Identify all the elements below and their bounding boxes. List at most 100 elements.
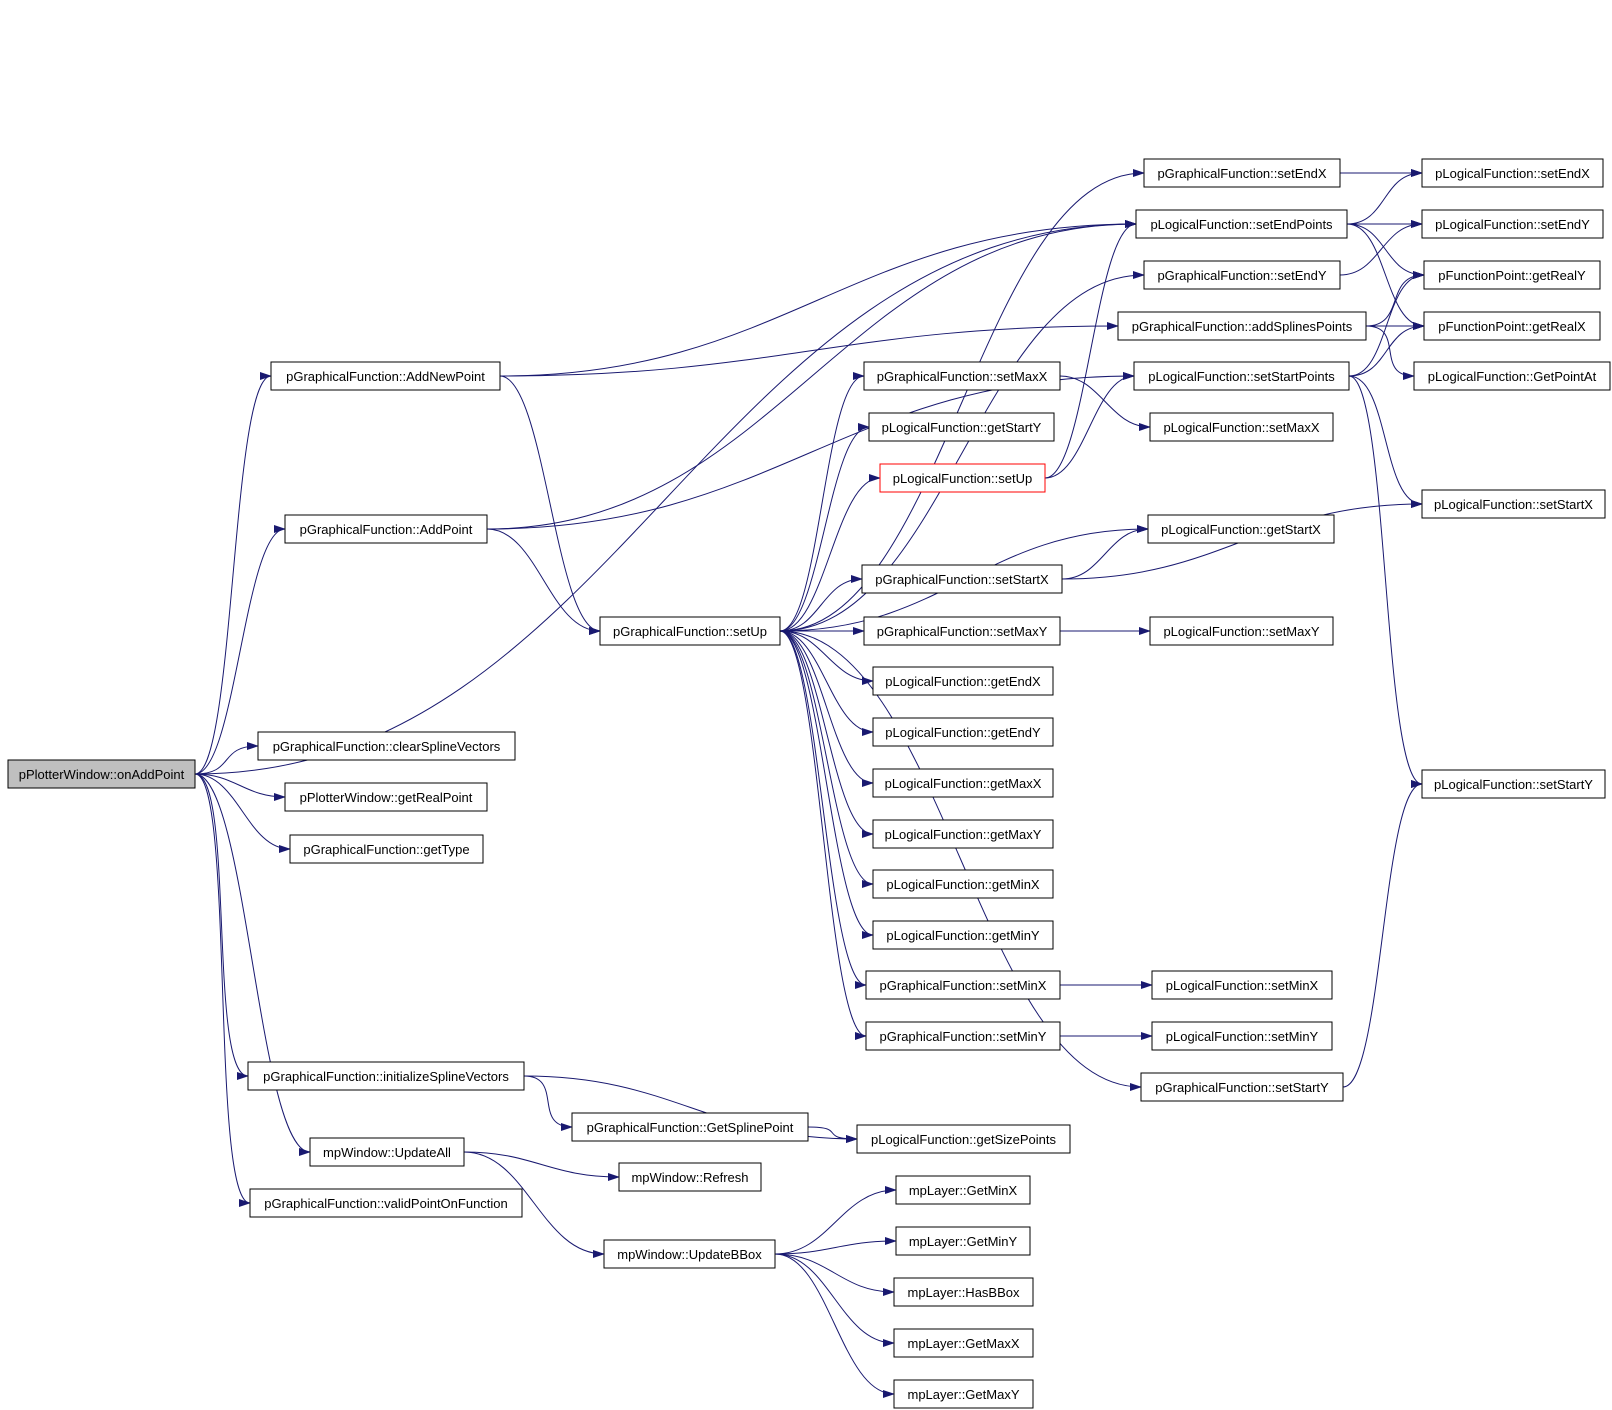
node-label: mpLayer::GetMinY [909,1234,1018,1249]
edge-mw_updatebbox-to-ml_getminy [774,1237,897,1255]
node-gf_setmaxx[interactable]: pGraphicalFunction::setMaxX [863,361,1061,391]
node-lf_setstartpoints[interactable]: pLogicalFunction::setStartPoints [1133,361,1350,391]
node-lf_getendy[interactable]: pLogicalFunction::getEndY [872,717,1054,747]
node-lf_setendy[interactable]: pLogicalFunction::setEndY [1421,209,1604,239]
node-mw_updateall[interactable]: mpWindow::UpdateAll [309,1137,465,1167]
node-box [257,731,516,761]
edge-gf_setup-to-lf_getendy [779,630,874,736]
node-lf_getmaxy[interactable]: pLogicalFunction::getMaxY [872,819,1054,849]
node-box [247,1061,525,1091]
node-gf_addpoint[interactable]: pGraphicalFunction::AddPoint [284,514,488,544]
node-lf_getmaxx[interactable]: pLogicalFunction::getMaxX [872,768,1054,798]
node-box [895,1226,1031,1256]
edge-gf_setendy-to-lf_setendy [1339,220,1423,276]
edge-gf_addnewpoint-to-gf_addsplinespoints [499,322,1119,377]
node-ml_getmaxx[interactable]: mpLayer::GetMaxX [893,1328,1034,1358]
node-gf_addnewpoint[interactable]: pGraphicalFunction::AddNewPoint [270,361,501,391]
node-label: pGraphicalFunction::setMinX [880,978,1047,993]
node-ml_getminx[interactable]: mpLayer::GetMinX [895,1175,1031,1205]
node-gf_setup[interactable]: pGraphicalFunction::setUp [599,616,781,646]
node-lf_setup[interactable]: pLogicalFunction::setUp [879,463,1046,493]
node-box [1421,209,1604,239]
node-label: pPlotterWindow::onAddPoint [19,767,185,782]
node-label: pGraphicalFunction::initializeSplineVect… [263,1069,509,1084]
node-gf_getsplinepoint[interactable]: pGraphicalFunction::GetSplinePoint [571,1112,809,1142]
node-fp_getrealy[interactable]: pFunctionPoint::getRealY [1423,260,1601,290]
node-box [1421,769,1606,799]
node-box [872,819,1054,849]
edge-root-to-gf_initializesplinevectors [194,773,249,1080]
edge-lf_setendpoints-to-fp_getrealy [1346,223,1425,279]
node-ml_hasbbox[interactable]: mpLayer::HasBBox [893,1277,1034,1307]
node-box [1421,489,1606,519]
node-label: pLogicalFunction::setStartY [1434,777,1593,792]
node-box [1143,260,1341,290]
edge-gf_setup-to-lf_getstarty [779,423,870,632]
node-label: mpLayer::GetMinX [909,1183,1018,1198]
node-label: pLogicalFunction::getMaxX [885,776,1042,791]
node-box [1133,361,1350,391]
node-label: pFunctionPoint::getRealX [1438,319,1586,334]
node-lf_setendx[interactable]: pLogicalFunction::setEndX [1421,158,1604,188]
node-lf_setstartx[interactable]: pLogicalFunction::setStartX [1421,489,1606,519]
node-ml_getmaxy[interactable]: mpLayer::GetMaxY [893,1379,1034,1409]
edge-gf_setstarty-to-lf_setstarty [1342,780,1423,1088]
node-gf_setminx[interactable]: pGraphicalFunction::setMinX [865,970,1061,1000]
node-label: pLogicalFunction::setMaxX [1163,420,1319,435]
edge-gf_initializesplinevectors-to-gf_getsplinepoint [523,1075,573,1131]
call-edges [194,169,1425,1398]
node-mw_updatebbox[interactable]: mpWindow::UpdateBBox [603,1239,776,1269]
node-label: pLogicalFunction::getMinY [886,928,1040,943]
node-fp_getrealx[interactable]: pFunctionPoint::getRealX [1423,311,1601,341]
node-gf_setstarty[interactable]: pGraphicalFunction::setStartY [1140,1072,1344,1102]
node-lf_setmaxx[interactable]: pLogicalFunction::setMaxX [1149,412,1334,442]
node-label: pLogicalFunction::setEndY [1435,217,1590,232]
node-box [856,1124,1071,1154]
node-lf_getpointat[interactable]: pLogicalFunction::GetPointAt [1413,361,1611,391]
node-label: pGraphicalFunction::addSplinesPoints [1132,319,1353,334]
edge-gf_setup-to-gf_setendy [779,271,1145,632]
node-gf_addsplinespoints[interactable]: pGraphicalFunction::addSplinesPoints [1117,311,1367,341]
node-gf_validpointonfunction[interactable]: pGraphicalFunction::validPointOnFunction [249,1188,523,1218]
node-label: mpWindow::Refresh [631,1170,748,1185]
node-label: pLogicalFunction::GetPointAt [1428,369,1597,384]
node-gf_setendx[interactable]: pGraphicalFunction::setEndX [1143,158,1341,188]
edge-gf_setup-to-gf_setendx [779,169,1145,632]
node-lf_getendx[interactable]: pLogicalFunction::getEndX [872,666,1054,696]
node-mw_refresh[interactable]: mpWindow::Refresh [618,1162,762,1192]
node-lf_setendpoints[interactable]: pLogicalFunction::setEndPoints [1135,209,1348,239]
edge-mw_updateall-to-mw_updatebbox [463,1151,605,1258]
node-box [1147,514,1335,544]
node-label: pGraphicalFunction::setEndX [1157,166,1326,181]
node-box [895,1175,1031,1205]
node-gf_setstartx[interactable]: pGraphicalFunction::setStartX [861,564,1063,594]
node-box [1149,616,1334,646]
node-lf_setstarty[interactable]: pLogicalFunction::setStartY [1421,769,1606,799]
node-box [872,920,1054,950]
node-label: pGraphicalFunction::validPointOnFunction [264,1196,508,1211]
node-root[interactable]: pPlotterWindow::onAddPoint [7,759,196,789]
node-ml_getminy[interactable]: mpLayer::GetMinY [895,1226,1031,1256]
edge-gf_addpoint-to-lf_setendpoints [486,220,1137,530]
node-gf_clearsplinevectors[interactable]: pGraphicalFunction::clearSplineVectors [257,731,516,761]
edge-mw_updatebbox-to-ml_getminx [774,1186,897,1255]
node-gf_setendy[interactable]: pGraphicalFunction::setEndY [1143,260,1341,290]
node-gf_gettype[interactable]: pGraphicalFunction::getType [289,834,484,864]
node-lf_setminy[interactable]: pLogicalFunction::setMinY [1151,1021,1333,1051]
node-lf_getminy[interactable]: pLogicalFunction::getMinY [872,920,1054,950]
node-gf_setminy[interactable]: pGraphicalFunction::setMinY [865,1021,1061,1051]
node-label: mpWindow::UpdateAll [323,1145,451,1160]
node-lf_setmaxy[interactable]: pLogicalFunction::setMaxY [1149,616,1334,646]
node-lf_getstarty[interactable]: pLogicalFunction::getStartY [868,412,1055,442]
node-gf_setmaxy[interactable]: pGraphicalFunction::setMaxY [863,616,1061,646]
node-lf_setminx[interactable]: pLogicalFunction::setMinX [1151,970,1333,1000]
edge-root-to-gf_addpoint [194,525,286,775]
node-lf_getminx[interactable]: pLogicalFunction::getMinX [872,869,1054,899]
node-lf_getstartx[interactable]: pLogicalFunction::getStartX [1147,514,1335,544]
node-box [1413,361,1611,391]
node-gf_initializesplinevectors[interactable]: pGraphicalFunction::initializeSplineVect… [247,1061,525,1091]
node-lf_getsizepoints[interactable]: pLogicalFunction::getSizePoints [856,1124,1071,1154]
node-pw_getrealpoint[interactable]: pPlotterWindow::getRealPoint [284,782,488,812]
node-label: pLogicalFunction::getStartY [882,420,1042,435]
